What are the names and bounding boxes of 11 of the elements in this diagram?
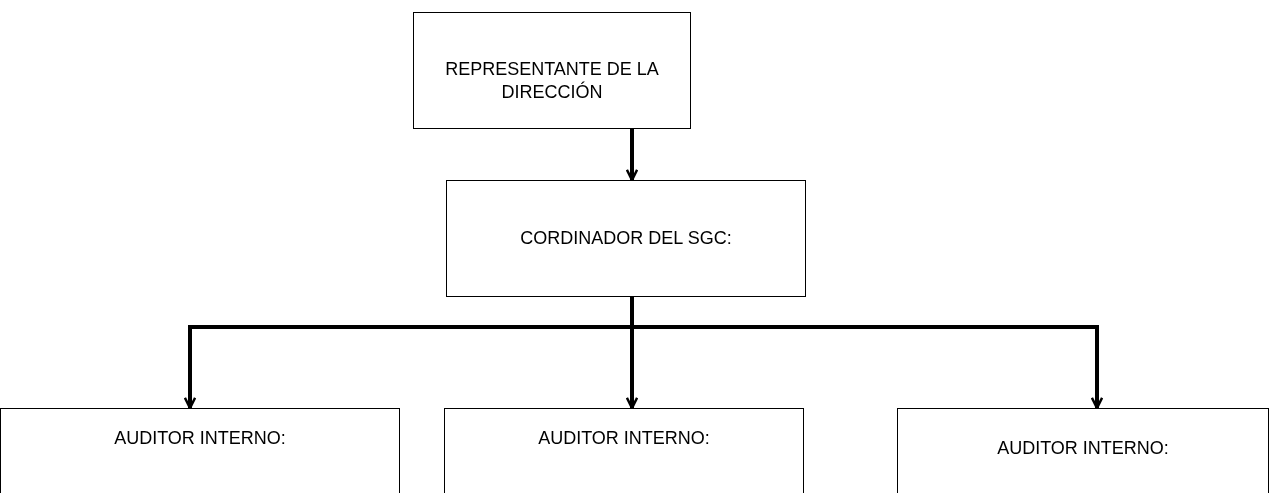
org-box bbox=[897, 408, 1269, 493]
connector-arrow bbox=[625, 129, 639, 182]
org-box bbox=[413, 12, 691, 129]
role-title: REPRESENTANTE DE LA DIRECCIÓN bbox=[444, 58, 660, 103]
org-box bbox=[0, 408, 400, 493]
role-title: AUDITOR INTERNO: bbox=[538, 427, 710, 450]
org-box bbox=[446, 180, 806, 297]
role-title: CORDINADOR DEL SGC: bbox=[520, 227, 732, 250]
role-title: AUDITOR INTERNO: bbox=[114, 427, 286, 450]
role-title: AUDITOR INTERNO: bbox=[997, 437, 1169, 460]
org-box bbox=[444, 408, 804, 493]
